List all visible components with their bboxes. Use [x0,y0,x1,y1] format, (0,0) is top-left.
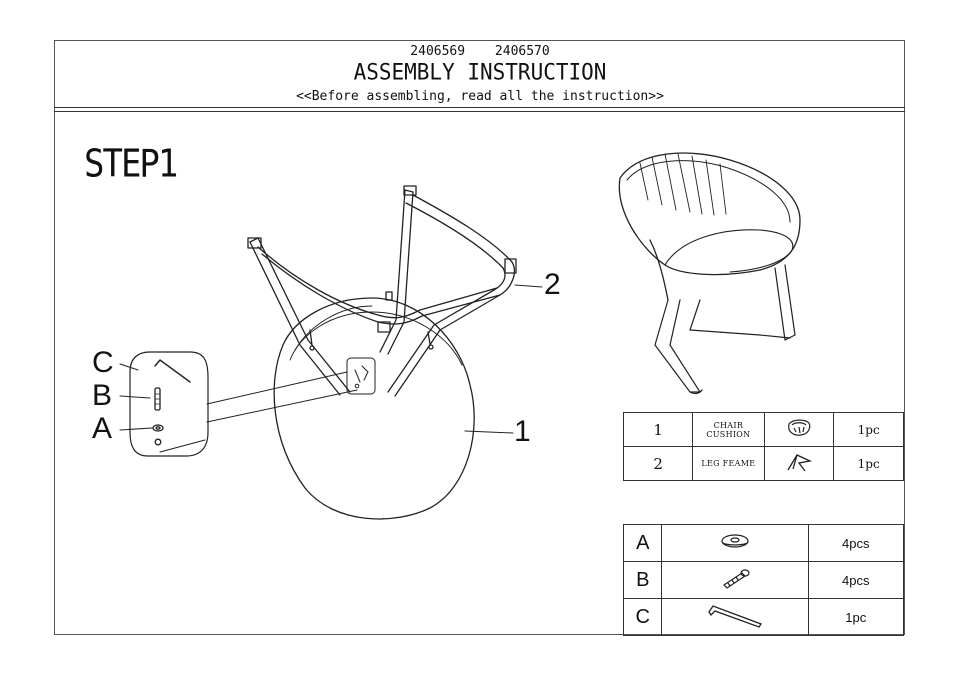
table-row: B 4pcs [622,561,905,599]
header-divider [54,107,905,108]
page-frame [54,40,905,635]
model-codes: 2406569 2406570 [410,44,550,59]
table-row: A 4pcs [622,524,905,562]
table-row: 2 LEG FEAME 1pc [622,446,904,481]
hardware-quantity: 1pc [807,598,905,636]
detail-leader-lines [206,284,543,434]
seat-cushion-drawing [273,297,475,520]
part-quantity: 1pc [833,446,904,481]
hardware-table: A 4pcs B 4pcs C 1pc [622,524,905,636]
washer-icon [661,524,809,562]
assembled-chair-drawing [618,152,801,395]
part-number: 1 [622,412,694,447]
cushion-icon [763,412,835,447]
step-label: STEP1 [84,142,178,187]
leg-frame-icon [763,446,835,481]
header-divider-double [54,111,905,112]
hardware-letter-a: A [92,412,113,445]
callout-part-1: 1 [514,415,531,448]
hardware-detail-bubble [119,351,209,457]
hardware-quantity: 4pcs [807,561,905,599]
page-subtitle: <<Before assembling, read all the instru… [296,89,664,104]
table-row: 1 CHAIR CUSHION 1pc [622,412,904,447]
bolt-icon [661,561,809,599]
callout-part-2: 2 [544,268,561,301]
hardware-letter: A [622,524,663,562]
hardware-quantity: 4pcs [807,524,905,562]
part-quantity: 1pc [833,412,904,447]
page-title: ASSEMBLY INSTRUCTION [353,59,607,85]
part-number: 2 [622,446,694,481]
hardware-letter-c: C [92,346,114,379]
leg-frame-drawing [247,185,517,397]
hardware-letter: C [622,598,663,636]
hardware-letter: B [622,561,663,599]
table-row: C 1pc [622,598,905,636]
parts-table: 1 CHAIR CUSHION 1pc 2 LEG FEAME 1pc [622,412,904,481]
part-name: LEG FEAME [692,446,765,481]
hardware-letter-b: B [92,379,113,412]
part-name: CHAIR CUSHION [692,412,765,447]
allen-key-icon [661,598,809,636]
